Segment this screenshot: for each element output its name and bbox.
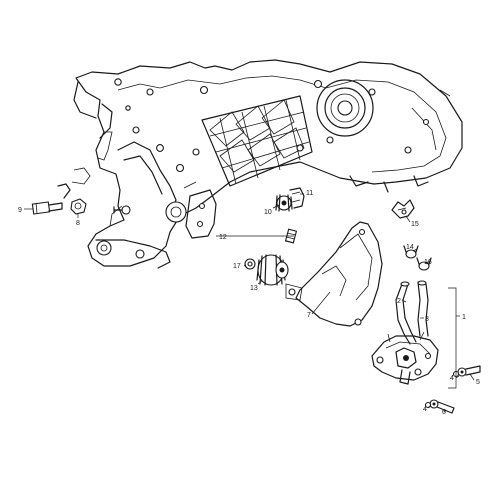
part-8-nut — [70, 198, 87, 215]
callout-11: 11 — [306, 190, 313, 197]
part-11-bracket — [289, 187, 305, 209]
callout-17: 17 — [233, 263, 241, 270]
callout-2: 2 — [397, 298, 401, 305]
part-10-gear — [275, 194, 293, 212]
callout-12: 12 — [219, 234, 227, 241]
housing-bolt — [113, 205, 131, 215]
callout-13: 13 — [250, 285, 258, 292]
crankshaft-boss — [296, 79, 376, 152]
callout-4-upper: 4 — [450, 375, 454, 382]
part-5-screw — [452, 365, 481, 378]
part-7-cover — [285, 221, 383, 327]
callout-16: 16 — [424, 259, 432, 266]
part-6-screw — [424, 399, 455, 414]
callout-8: 8 — [76, 220, 80, 227]
rib-lattice — [201, 95, 313, 187]
part-9-rod — [31, 201, 63, 215]
callout-15: 15 — [411, 221, 419, 228]
part-1-oil-pump — [371, 280, 439, 385]
callout-3: 3 — [425, 316, 429, 323]
callout-4-lower: 4 — [423, 406, 427, 413]
callout-6: 6 — [442, 409, 446, 416]
callout-labels: 1 2 3 4 5 4 6 7 8 9 10 11 12 13 14 15 16… — [18, 190, 480, 416]
crankcase-housing — [57, 59, 463, 269]
callout-5: 5 — [476, 379, 480, 386]
callout-7: 7 — [307, 312, 311, 319]
callout-10: 10 — [264, 209, 272, 216]
part-17-washer — [244, 258, 256, 270]
callout-9: 9 — [18, 207, 22, 214]
part-13-pulley — [256, 254, 289, 286]
part-15-clip — [391, 199, 415, 219]
part-16-clamp — [416, 257, 432, 271]
callout-14: 14 — [406, 244, 414, 251]
leader-lines — [24, 193, 475, 413]
callout-1: 1 — [462, 314, 466, 321]
